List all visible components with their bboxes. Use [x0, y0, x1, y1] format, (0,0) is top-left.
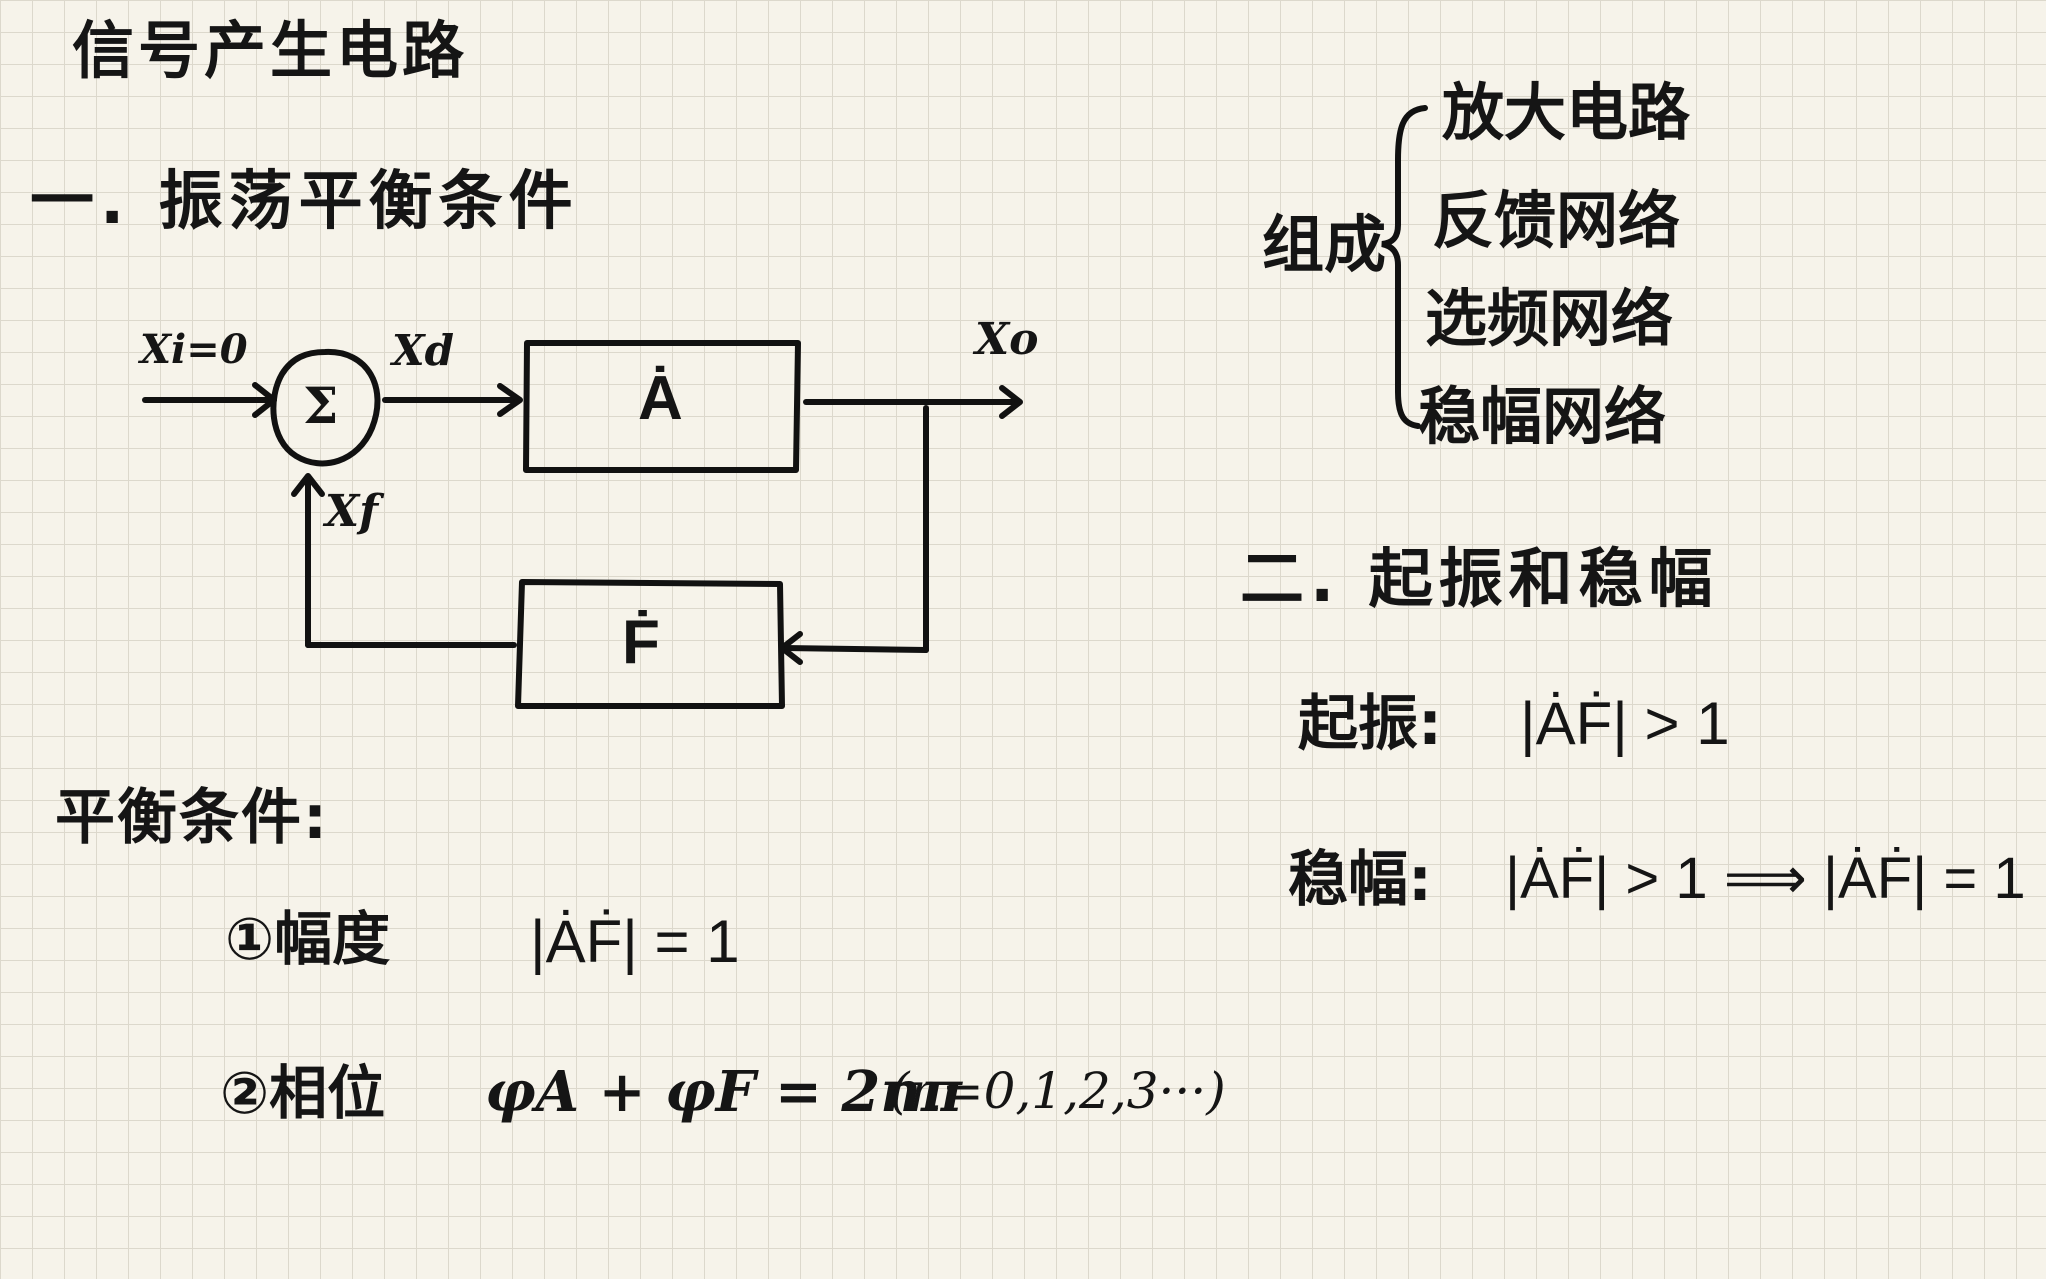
section1-heading: 一. 振荡平衡条件	[30, 165, 579, 239]
output-arrowhead	[999, 385, 1023, 419]
composition-item: 反馈网络	[1432, 184, 1681, 257]
a-block-label: Ȧ	[638, 364, 683, 433]
sum-symbol: Σ	[303, 376, 339, 435]
stable-label: 稳幅:	[1288, 845, 1432, 915]
feedback-to-f-line	[781, 645, 929, 653]
start-label: 起振:	[1298, 689, 1442, 759]
composition-item: 放大电路	[1442, 76, 1691, 149]
composition-label: 组成	[1262, 208, 1387, 281]
xd-arrowhead	[497, 383, 523, 417]
summing-junction	[270, 348, 381, 467]
phase-formula: φA + φF = 2nπ	[485, 1059, 963, 1125]
balance-title: 平衡条件:	[55, 783, 329, 853]
f-block-box	[515, 579, 785, 709]
composition-item: 选频网络	[1425, 282, 1674, 355]
composition-item: 稳幅网络	[1418, 380, 1667, 453]
a-block-box	[523, 340, 801, 473]
xd-label: Xd	[392, 326, 454, 375]
input-label: Xi=0	[140, 326, 248, 373]
amplitude-formula: |ȦḞ| = 1	[530, 908, 740, 975]
stable-formula: |ȦḞ| > 1 ⟹ |ȦḞ| = 1	[1505, 846, 2026, 911]
f-block-label: Ḟ	[622, 608, 660, 677]
page-title: 信号产生电路	[72, 14, 469, 87]
phase-note: (n=0,1,2,3···)	[890, 1062, 1226, 1120]
phase-label: ②相位	[220, 1059, 386, 1127]
section2-heading: 二. 起振和稳幅	[1240, 543, 1719, 617]
amplitude-label: ①幅度	[225, 905, 391, 973]
xf-label: Xf	[325, 486, 379, 537]
start-formula: |ȦḞ| > 1	[1520, 690, 1730, 757]
output-label: Xo	[975, 314, 1039, 365]
xf-arrowhead	[291, 473, 325, 497]
